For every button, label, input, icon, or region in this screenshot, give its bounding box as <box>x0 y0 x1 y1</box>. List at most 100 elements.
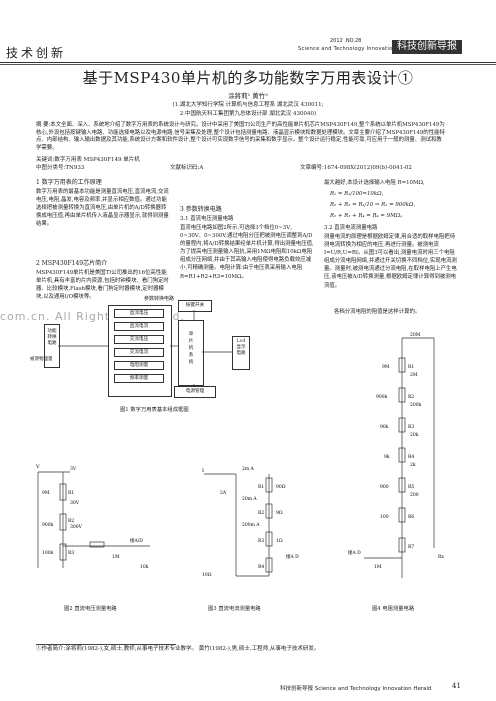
equation-1: R₁ = R₂/100=10kΩ, <box>330 191 384 197</box>
fig4-label-r5: R5 <box>408 484 414 490</box>
figure-2-voltage-circuit: V 3V 30V 300V R1 R2 R3 9M 900k 100k 1M 1… <box>35 464 150 570</box>
fig2-label-10k: 10k <box>140 564 149 570</box>
fig4-label-200k: 200k <box>410 402 422 408</box>
paper-title: 基于MSP430单片机的多功能数字万用表设计① <box>82 69 414 87</box>
heading-conversion-circuit: 3 参数转换电路 <box>180 206 222 213</box>
fig4-label-r1: R1 <box>408 364 414 370</box>
journal-brand-badge: 科技创新导报 <box>392 40 462 54</box>
fig1-item-4: 电阻测量 <box>114 361 164 370</box>
fig3-label-2ma: 2m A <box>242 466 255 472</box>
affiliation-1: (1.湖北大学知行学院 计算机与信息工程系 湖北武汉 430011; <box>172 102 324 108</box>
fig3-label-r3: R3 <box>258 538 264 544</box>
fig1-item-0: 直流电压 <box>114 309 164 318</box>
figure-4-resistance-circuit: 20M 2M 200k 20k 2k 200 R1 R2 R3 R4 R5 R6… <box>348 332 444 578</box>
figure-3-current-circuit: I 2m A 20m A 200m A 2A R1 R2 R3 R4 90Ω 9… <box>202 466 299 578</box>
fig4-label-20k: 20k <box>410 432 419 438</box>
fig3-label-2a: 2A <box>220 490 227 496</box>
fig1-function-box: 功能转换电路 <box>44 324 60 368</box>
fig2-label-30v: 30V <box>70 500 80 506</box>
paragraph-input-resistance: 最大越好,本设计选择输入电阻 R=10MΩ, <box>324 180 425 186</box>
issue-number: 2012 .NO.28 <box>330 38 362 44</box>
header-rule <box>0 62 496 63</box>
fig4-label-ad: 接A D <box>348 549 361 556</box>
fig4-label-9m: 9M <box>382 364 390 370</box>
fig2-label-v: V <box>35 464 40 470</box>
clc-number: 中图分类号:TN933 <box>36 165 85 171</box>
fig2-label-300v: 300V <box>70 524 83 530</box>
fig4-label-r6: R6 <box>408 514 414 520</box>
fig1-item-1: 直流电流 <box>114 322 164 331</box>
fig4-label-2m: 2M <box>410 372 418 378</box>
fig1-item-2: 交流电压 <box>114 335 164 344</box>
fig4-label-r3: R3 <box>408 424 414 430</box>
subheading-dc-current: 3.2 直流电流测量电路 <box>324 225 378 231</box>
fig2-label-r1: R1 <box>68 490 74 496</box>
figure-1-caption: 图1 数字万用表基本组成框图 <box>120 407 189 413</box>
fig1-conv-title: 参数转换电路 <box>144 296 175 302</box>
fig2-label-r2: R2 <box>68 518 74 524</box>
fig3-label-200ma: 200m A <box>242 522 260 528</box>
fig2-label-3v: 3V <box>70 466 77 472</box>
fig3-label-20ma: 20m A <box>242 496 257 502</box>
fig1-input-label: 被测物理量 <box>30 357 53 362</box>
fig2-label-900k: 900k <box>42 522 54 528</box>
paragraph-chip-intro: MSP430F149单片机是美国TI公司推出的16位高性能单片机,具有丰富的片内… <box>36 270 169 301</box>
author-footnote: ①作者简介:涂将莉(1982-),女,硕士,教师,从事电子技术专业教学。 黄竹(… <box>36 646 320 652</box>
heading-working-principle: 1 数字万用表的工作原理 <box>36 179 102 186</box>
header-rule-thin <box>0 64 496 65</box>
equation-2: R₂ + R₃ = R₁/10 ⇒ R₂ = 900kΩ, <box>330 202 416 208</box>
document-code: 文献标识码:A <box>170 165 204 171</box>
figure-1-block-diagram: 参数转换电路 功能转换电路 被测物理量 直流电压 直流电流 交流电压 交流电流 … <box>30 296 320 402</box>
fig4-label-1m: 1M <box>374 564 382 570</box>
fig4-label-r4: R4 <box>408 454 414 460</box>
footer-journal: 科技创新导报 Science and Technology Innovation… <box>280 686 432 692</box>
fig4-label-20m: 20M <box>410 332 421 338</box>
fig4-label-100: 100 <box>380 514 389 520</box>
fig3-label-10: 10Ω <box>202 572 212 578</box>
footnote-rule <box>36 644 176 645</box>
abstract: 摘 要:本文全面、深入、系统地介绍了数字万用表的系统设计与研究。设计中采用了美国… <box>36 122 445 151</box>
fig4-label-900k: 900k <box>376 394 388 400</box>
fig1-item-5: 频率测量 <box>114 374 164 383</box>
fig3-label-90: 90Ω <box>276 484 286 490</box>
fig3-label-1: 1Ω <box>276 538 283 544</box>
fig1-connectors <box>58 310 232 386</box>
fig4-label-90k: 90k <box>380 424 389 430</box>
fig1-item-3: 交流电流 <box>114 348 164 357</box>
fig2-label-ad: 接A/D <box>130 537 143 544</box>
fig2-label-1m: 1M <box>112 554 120 560</box>
figure-3-caption: 图3 直流电流测量电路 <box>208 606 261 612</box>
paper-authors: 涂將莉¹ 黄竹² <box>228 92 268 100</box>
fig4-label-200: 200 <box>410 492 419 498</box>
fig4-label-2k: 2k <box>410 462 416 468</box>
fig4-label-r7: R7 <box>408 544 414 550</box>
fig3-label-i: I <box>202 468 204 474</box>
fig2-label-100k: 100k <box>42 550 54 556</box>
fig1-key-box: 按键开关 <box>178 300 212 312</box>
affiliation-2: 2.中国航天科工集团第九总体设计部 湖北武汉 430040) <box>179 111 317 117</box>
fig4-label-r2: R2 <box>408 394 414 400</box>
subheading-dc-voltage: 3.1 直流电压测量电路 <box>180 216 234 222</box>
fig4-label-rx: Rx <box>438 554 444 560</box>
fig2-label-9m: 9M <box>42 490 50 496</box>
fig1-power-box: 电源管理 <box>174 386 216 398</box>
paragraph-dc-current: 测量电流的原理是根据欧姆定律,用合适的取样电阻把待测电流转换为相应的电压,再进行… <box>324 234 457 289</box>
article-number: 文章编号:1674-098X(2012)09(b)-0041-02 <box>300 165 412 171</box>
fig1-mcu-box: 单片机系统 <box>178 320 204 386</box>
fig3-label-r1: R1 <box>258 484 264 490</box>
page-number: 41 <box>452 682 461 690</box>
paragraph-principle: 数字万用表的最基本功能是测量直流电压,直流电流,交流电压,电阻,晶发,电容及频率… <box>36 189 169 228</box>
keywords: 关键词:数字万用表 MSP430F149 单片机 <box>36 157 140 163</box>
fig3-label-9: 9Ω <box>276 510 283 516</box>
fig3-label-ad: 接A D <box>286 553 299 560</box>
fig3-label-r4: R4 <box>258 564 264 570</box>
paragraph-shunt-calc: 各档分流电阻的阻值是这样计算的。 <box>334 309 421 315</box>
fig4-label-9k: 9k <box>384 454 390 460</box>
figure-4-caption: 图4 电阻测量电路 <box>372 606 415 612</box>
heading-chip-intro: 2 MSP430F149芯片简介 <box>36 260 108 267</box>
fig3-label-r2: R2 <box>258 510 264 516</box>
journal-name-en: Science and Technology Innovation Herald <box>298 46 417 52</box>
fig1-lcd-box: Lcd显示电路 <box>232 336 250 370</box>
fig2-label-r3: R3 <box>68 550 74 556</box>
fig4-label-900: 900 <box>380 484 389 490</box>
